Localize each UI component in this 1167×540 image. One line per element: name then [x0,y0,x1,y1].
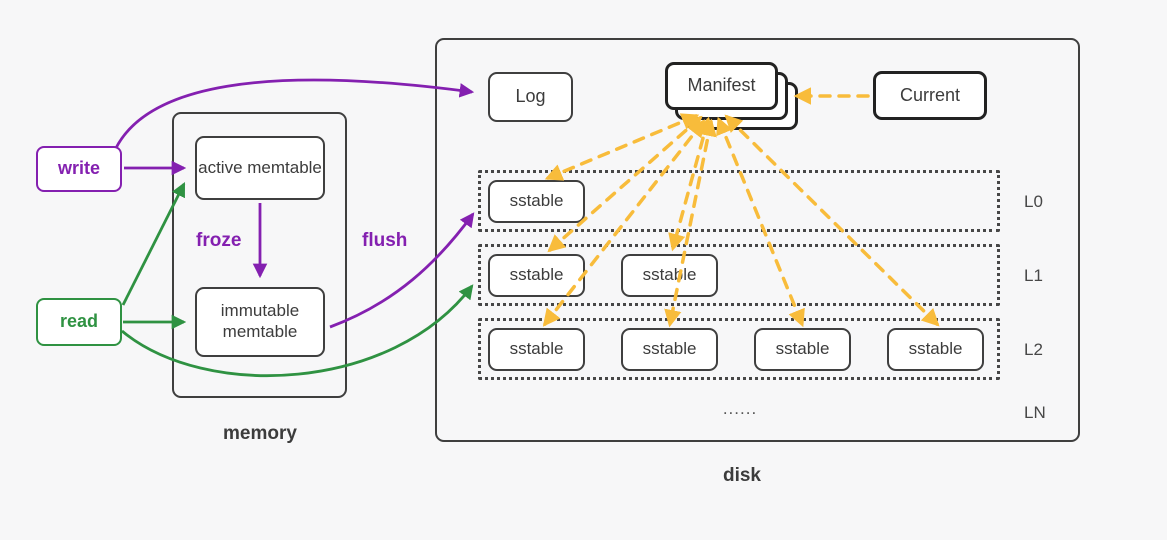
ln-ellipsis: ...... [722,399,758,418]
current-node: Current [873,71,987,120]
active-memtable-node: active memtable [195,136,325,200]
sstable-node-l2-0: sstable [488,328,585,371]
sstable-node-l1-0: sstable [488,254,585,297]
disk-label: disk [722,465,762,486]
flush-arrow-label: flush [362,230,408,251]
manifest-node: Manifest [665,62,778,110]
level-label-l2: L2 [1024,340,1043,359]
immutable-memtable-node: immutable memtable [195,287,325,357]
level-label-ln: LN [1024,403,1046,422]
sstable-node-l2-1: sstable [621,328,718,371]
sstable-node-l0-0: sstable [488,180,585,223]
write-node: write [36,146,122,192]
sstable-node-l2-2: sstable [754,328,851,371]
froze-arrow-label: froze [196,230,242,251]
sstable-node-l2-3: sstable [887,328,984,371]
level-label-l0: L0 [1024,192,1043,211]
memory-label: memory [223,423,297,444]
read-node: read [36,298,122,346]
level-label-l1: L1 [1024,266,1043,285]
sstable-node-l1-1: sstable [621,254,718,297]
log-node: Log [488,72,573,122]
